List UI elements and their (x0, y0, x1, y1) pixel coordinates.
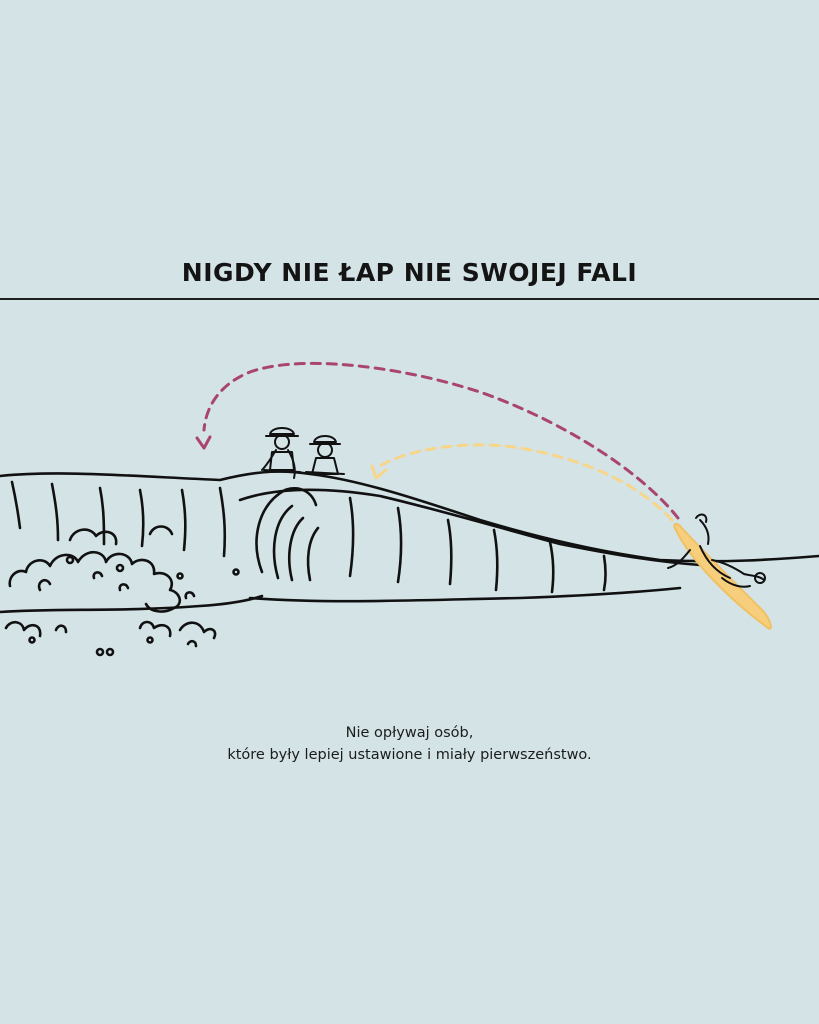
caption-line-2: które były lepiej ustawione i miały pier… (227, 747, 592, 763)
wave-lip (238, 488, 702, 567)
wave-crest (0, 470, 819, 563)
barrel-curl (255, 487, 318, 574)
water-line (248, 586, 682, 603)
title-divider (0, 298, 819, 300)
yellow-arrowhead (370, 464, 388, 480)
foam (8, 550, 182, 613)
snaking-surfer (667, 513, 772, 630)
yellow-arrow (378, 443, 674, 522)
purple-arrowhead (195, 435, 212, 450)
wave-illustration (0, 361, 819, 657)
caption: Nie opływaj osób, które były lepiej usta… (0, 722, 819, 766)
surfer-right (305, 435, 345, 475)
surfer-left (261, 427, 301, 479)
caption-line-1: Nie opływaj osób, (345, 725, 474, 741)
page-title: NIGDY NIE ŁAP NIE SWOJEJ FALI (181, 258, 638, 287)
purple-arrow (202, 361, 680, 520)
